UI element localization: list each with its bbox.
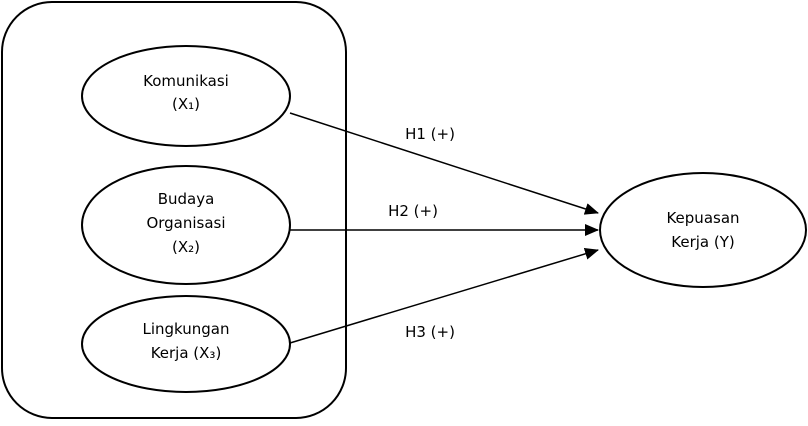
edge-h1-arrow bbox=[289, 112, 599, 215]
edge-h1-label: H1 (+) bbox=[405, 125, 455, 143]
node-budaya-organisasi-label-3: (X₂) bbox=[172, 238, 200, 256]
node-budaya-organisasi-label-2: Organisasi bbox=[146, 214, 225, 232]
edge-h2-label: H2 (+) bbox=[388, 202, 438, 220]
edge-h3-arrow bbox=[289, 248, 599, 344]
node-kepuasan-kerja-label-1: Kepuasan bbox=[666, 209, 739, 227]
node-lingkungan-kerja-label-2: Kerja (X₃) bbox=[151, 344, 222, 362]
independent-variables-group bbox=[1, 1, 347, 419]
node-lingkungan-kerja-label-1: Lingkungan bbox=[142, 320, 229, 338]
node-lingkungan-kerja: Lingkungan Kerja (X₃) bbox=[81, 295, 291, 393]
node-budaya-organisasi: Budaya Organisasi (X₂) bbox=[81, 165, 291, 285]
node-komunikasi-label-1: Komunikasi bbox=[143, 72, 229, 90]
node-komunikasi: Komunikasi (X₁) bbox=[81, 45, 291, 147]
node-kepuasan-kerja: Kepuasan Kerja (Y) bbox=[599, 172, 807, 288]
edge-h3-label: H3 (+) bbox=[405, 323, 455, 341]
node-budaya-organisasi-label-1: Budaya bbox=[158, 190, 215, 208]
node-komunikasi-label-2: (X₁) bbox=[172, 95, 200, 113]
node-kepuasan-kerja-label-2: Kerja (Y) bbox=[671, 233, 734, 251]
